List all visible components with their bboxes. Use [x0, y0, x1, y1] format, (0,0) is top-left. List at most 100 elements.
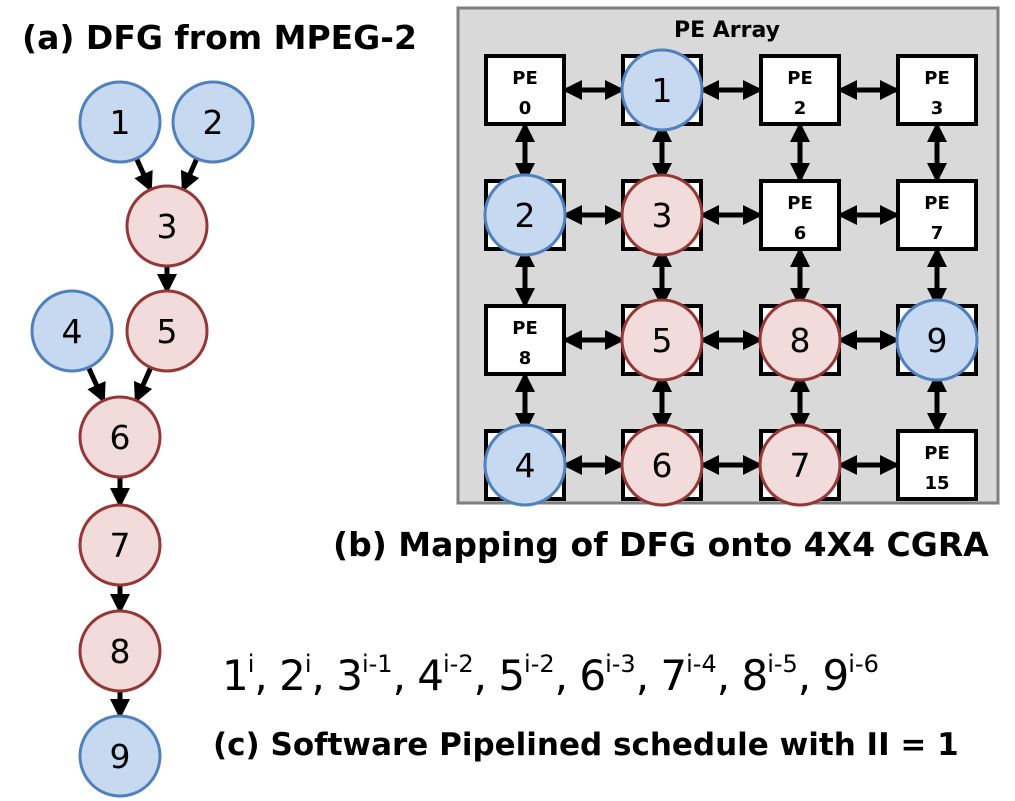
- pe-label: PE: [924, 443, 950, 464]
- iteration-superscript: i-2: [443, 650, 474, 678]
- pe-array-title: PE Array: [674, 18, 780, 43]
- node-circle: [620, 423, 704, 507]
- node-label: 9: [927, 321, 948, 360]
- dfg-node-7: 7: [78, 503, 162, 587]
- dfg-edge-1-3: [134, 157, 153, 193]
- node-circle: [78, 395, 162, 479]
- node-label: 2: [515, 196, 536, 235]
- pe-mapped-node-9: 9: [895, 298, 979, 382]
- node-label: 3: [157, 207, 178, 246]
- node-circle: [758, 423, 842, 507]
- node-circle: [78, 714, 162, 798]
- pe-label: PE: [512, 68, 538, 89]
- dfg-node-3: 3: [125, 184, 209, 268]
- pe-box: [759, 179, 841, 251]
- pe-mapped-node-4: 4: [483, 423, 567, 507]
- pe-box: [484, 304, 566, 376]
- schedule-item-4: 4i-2,: [417, 650, 499, 700]
- node-label: 5: [157, 312, 178, 351]
- dfg-nodes: 1 2 3 4 5 6 7 8 9: [30, 80, 255, 798]
- caption-schedule: (c) Software Pipelined schedule with II …: [213, 727, 959, 763]
- iteration-superscript: i-6: [848, 650, 879, 678]
- pe-cell-6: PE 6: [759, 179, 841, 251]
- node-circle: [620, 298, 704, 382]
- dfg-edge-2-3: [180, 157, 200, 193]
- schedule-item-6: 6i-3,: [579, 650, 661, 700]
- node-label: 4: [62, 312, 83, 351]
- node-label: 9: [110, 737, 131, 776]
- node-circle: [78, 609, 162, 693]
- iteration-superscript: i-4: [686, 650, 717, 678]
- dfg-edge-4-6: [86, 366, 106, 404]
- iteration-superscript: i: [304, 650, 312, 678]
- node-label: 1: [652, 71, 673, 110]
- pe-mapped-node-6: 6: [620, 423, 704, 507]
- pe-mapped-node-3: 3: [620, 173, 704, 257]
- node-circle: [620, 173, 704, 257]
- pe-box: [484, 54, 566, 126]
- pe-index: 2: [794, 98, 807, 119]
- pe-index: 0: [519, 98, 532, 119]
- iteration-superscript: i-1: [361, 650, 393, 678]
- node-circle: [895, 298, 979, 382]
- node-label: 4: [515, 446, 536, 485]
- pe-label: PE: [787, 68, 813, 89]
- pe-cell-3: PE 3: [896, 54, 978, 126]
- dfg-edges: [86, 157, 200, 719]
- dfg-node-4: 4: [30, 289, 114, 373]
- schedule-item-3: 3i-1,: [336, 650, 418, 700]
- pe-index: 3: [931, 98, 944, 119]
- dfg-node-9: 9: [78, 714, 162, 798]
- pe-cell-8: PE 8: [484, 304, 566, 376]
- schedule-item-5: 5i-2,: [498, 650, 580, 700]
- node-circle: [30, 289, 114, 373]
- pe-label: PE: [924, 68, 950, 89]
- pe-cell-2: PE 2: [759, 54, 841, 126]
- caption-mapping: (b) Mapping of DFG onto 4X4 CGRA: [333, 525, 989, 564]
- pe-index: 7: [931, 223, 944, 244]
- schedule-item-9: 9i-6: [822, 650, 879, 700]
- pe-label: PE: [924, 193, 950, 214]
- dfg-node-5: 5: [125, 289, 209, 373]
- iteration-superscript: i-2: [524, 650, 555, 678]
- node-circle: [78, 80, 162, 164]
- pe-mapped-node-2: 2: [483, 173, 567, 257]
- node-label: 6: [652, 446, 673, 485]
- pe-mapped-node-5: 5: [620, 298, 704, 382]
- pe-box: [759, 54, 841, 126]
- pe-cell-0: PE 0: [484, 54, 566, 126]
- pe-index: 8: [519, 348, 532, 369]
- pe-index: 15: [924, 473, 949, 494]
- pe-mapped-node-1: 1: [620, 48, 704, 132]
- node-circle: [483, 423, 567, 507]
- node-label: 8: [790, 321, 811, 360]
- pe-mapped-node-8: 8: [758, 298, 842, 382]
- schedule-sequence: 1i, 2i, 3i-1, 4i-2, 5i-2, 6i-3, 7i-4, 8i…: [222, 650, 879, 700]
- dfg-node-1: 1: [78, 80, 162, 164]
- pe-links: [515, 80, 947, 475]
- dfg-node-8: 8: [78, 609, 162, 693]
- iteration-superscript: i: [247, 650, 255, 678]
- node-label: 1: [110, 103, 131, 142]
- dfg-edge-5-6: [133, 366, 154, 404]
- node-circle: [125, 289, 209, 373]
- pe-label: PE: [512, 318, 538, 339]
- node-label: 2: [203, 103, 224, 142]
- pe-index: 6: [794, 223, 807, 244]
- node-label: 8: [110, 632, 131, 671]
- iteration-superscript: i-3: [605, 650, 636, 678]
- node-label: 6: [110, 418, 131, 457]
- node-circle: [171, 80, 255, 164]
- pe-box: [896, 54, 978, 126]
- node-circle: [483, 173, 567, 257]
- dfg-node-6: 6: [78, 395, 162, 479]
- schedule-item-7: 7i-4,: [660, 650, 742, 700]
- pe-label: PE: [787, 193, 813, 214]
- caption-dfg: (a) DFG from MPEG-2: [22, 18, 417, 57]
- pe-box: [896, 429, 978, 501]
- node-circle: [758, 298, 842, 382]
- pe-mapped-nodes: 1 2 3 5 8 9 4 6 7: [483, 48, 979, 507]
- dfg-node-2: 2: [171, 80, 255, 164]
- pe-box: [896, 179, 978, 251]
